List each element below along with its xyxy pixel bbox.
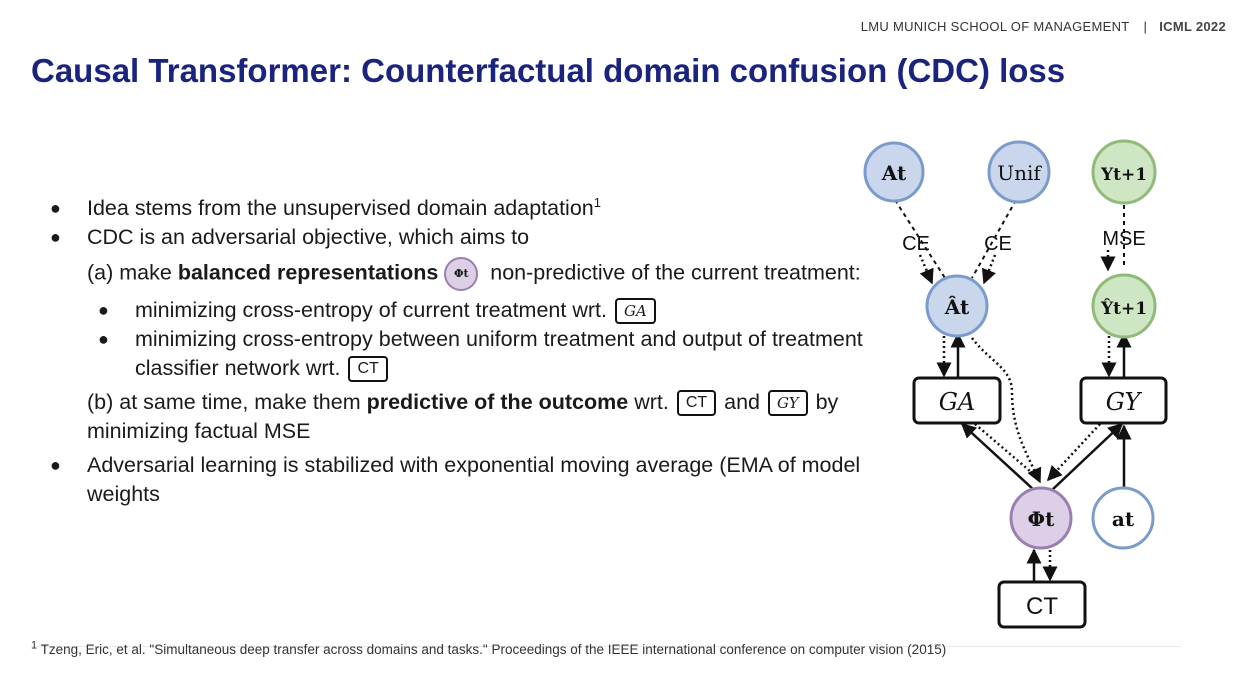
node-y-hat: [1091, 273, 1157, 339]
node-a-small: [1091, 486, 1155, 550]
node-y-t1-label: Yt+1: [1100, 165, 1147, 185]
footnote-ref: 1: [593, 194, 601, 210]
node-g-a: [912, 376, 1002, 425]
sub-a-bold: balanced representations: [177, 260, 439, 285]
sub-b: (b) at same time, make them predictive o…: [50, 388, 870, 446]
sub-a-item-1: ● minimizing cross-entropy of current tr…: [50, 296, 870, 325]
node-a-t-label: At: [881, 161, 907, 185]
label-ce-2: CE: [984, 233, 1012, 255]
sub-b-post: by minimizing factual MSE: [87, 390, 839, 443]
sub-b-and: and: [718, 390, 760, 414]
node-ct-label: CT: [1026, 593, 1058, 620]
bullet-dot: ●: [98, 300, 109, 320]
conference-name: ICML 2022: [1159, 19, 1226, 34]
label-mse: MSE: [1102, 228, 1145, 250]
slide-title: Causal Transformer: Counterfactual domai…: [31, 52, 1066, 89]
node-y-hat-label: Ŷt+1: [1100, 298, 1147, 319]
bullet-ema-text: Adversarial learning is stabilized with …: [87, 453, 861, 506]
node-phi-label: Φt: [1028, 507, 1055, 531]
bullet-cdc: ● CDC is an adversarial objective, which…: [50, 223, 870, 252]
school-name: LMU MUNICH SCHOOL OF MANAGEMENT: [860, 19, 1130, 34]
bullet-dot: ●: [50, 227, 61, 247]
node-a-small-label: at: [1112, 507, 1135, 531]
bullet-ema: ● Adversarial learning is stabilized wit…: [50, 451, 870, 509]
bullet-idea-text: Idea stems from the unsupervised domain …: [87, 196, 594, 220]
node-g-y: [1079, 376, 1168, 425]
sub-b-mid: wrt.: [628, 390, 669, 414]
bullet-dot: ●: [50, 455, 61, 475]
edge-phi-gy: [1051, 422, 1124, 491]
edge-phi-ga: [960, 422, 1035, 491]
bullet-dot: ●: [50, 198, 61, 218]
node-unif-label: Unif: [997, 161, 1042, 185]
edge-unif-ahat: [971, 199, 1017, 279]
node-unif: [987, 140, 1051, 204]
footnote: 1 Tzeng, Eric, et al. "Simultaneous deep…: [31, 639, 947, 657]
node-a-hat-label: Ât: [944, 295, 970, 319]
sub-a-item-2: ● minimizing cross-entropy between unifo…: [50, 325, 870, 383]
edge-ga-phi-dotted: [974, 423, 1039, 479]
node-g-y-label: GY: [1106, 388, 1143, 416]
footnote-divider: [31, 646, 1181, 647]
sub-b-pre: (b) at same time, make them: [87, 390, 367, 414]
header-separator: |: [1143, 19, 1148, 34]
phi-inline-icon: Φt: [444, 257, 479, 291]
node-phi: [1009, 486, 1073, 550]
footnote-number: 1: [31, 639, 38, 652]
edge-ahat-phi-dotted: [971, 337, 1042, 484]
tag-ga: GA: [614, 298, 656, 325]
sub-a-item-1-text: minimizing cross-entropy of current trea…: [135, 298, 607, 322]
edge-ce2-arrow: [981, 254, 997, 285]
tag-ct: CT: [348, 356, 388, 383]
sub-a-pre: (a) make: [87, 260, 178, 285]
node-ct: [997, 580, 1087, 629]
sub-b-bold: predictive of the outcome: [366, 390, 629, 414]
node-a-t: [863, 141, 925, 203]
sub-a-post: non-predictive of the current treatment:: [484, 260, 861, 285]
footnote-text: Tzeng, Eric, et al. "Simultaneous deep t…: [40, 642, 947, 657]
tag-gy: GY: [767, 390, 808, 417]
bullet-cdc-text: CDC is an adversarial objective, which a…: [87, 225, 530, 249]
label-ce-1: CE: [902, 233, 930, 255]
node-a-hat: [925, 274, 989, 338]
slide-body: ● Idea stems from the unsupervised domai…: [50, 194, 870, 509]
node-g-a-label: GA: [939, 388, 976, 416]
bullet-idea: ● Idea stems from the unsupervised domai…: [50, 194, 870, 223]
edge-ce1-arrow: [918, 254, 934, 285]
node-y-t1: [1091, 139, 1157, 205]
tag-ct: CT: [676, 390, 717, 417]
header: LMU MUNICH SCHOOL OF MANAGEMENT | ICML 202…: [861, 19, 1226, 34]
sub-a-item-2-text: minimizing cross-entropy between uniform…: [135, 327, 863, 380]
bullet-dot: ●: [98, 329, 109, 349]
